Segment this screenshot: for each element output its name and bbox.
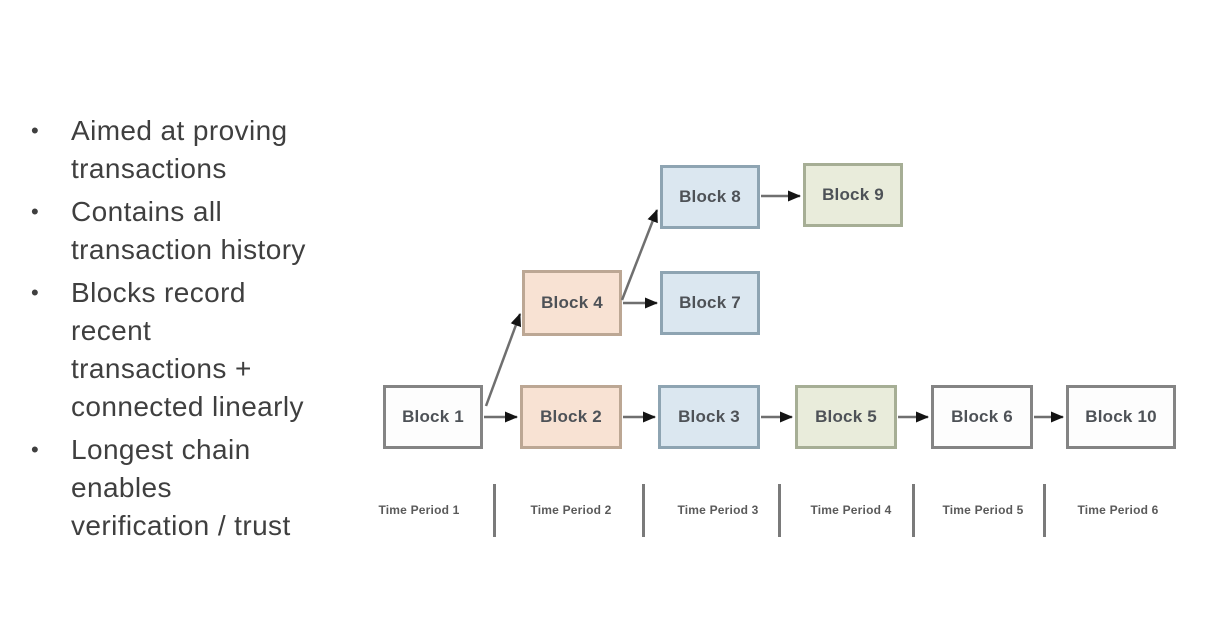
block-label: Block 7 xyxy=(679,293,741,312)
block-2: Block 2 xyxy=(520,385,622,449)
block-1: Block 1 xyxy=(383,385,483,449)
block-label: Block 1 xyxy=(402,407,464,426)
arrow-block-1-to-block-4 xyxy=(484,313,522,407)
timeline-divider-1 xyxy=(493,484,496,537)
time-period-label-1: Time Period 1 xyxy=(378,503,460,517)
block-4: Block 4 xyxy=(522,270,622,336)
arrow-block-4-to-block-8 xyxy=(620,209,659,301)
bullet-icon: • xyxy=(31,437,40,462)
block-label: Block 4 xyxy=(541,293,603,312)
block-8: Block 8 xyxy=(660,165,760,229)
block-label: Block 5 xyxy=(815,407,877,426)
bullet-item: • Contains all transaction history xyxy=(28,193,373,269)
bullet-item: • Blocks record recent transactions + co… xyxy=(28,274,373,426)
time-period-label-4: Time Period 4 xyxy=(810,503,892,517)
bullet-item: • Aimed at proving transactions xyxy=(28,112,373,188)
time-period-label-5: Time Period 5 xyxy=(942,503,1024,517)
time-period-label-3: Time Period 3 xyxy=(677,503,759,517)
bullet-text: Longest chain enables verification / tru… xyxy=(71,434,291,541)
block-label: Block 2 xyxy=(540,407,602,426)
bullet-icon: • xyxy=(31,199,40,224)
block-10: Block 10 xyxy=(1066,385,1176,449)
timeline-divider-4 xyxy=(912,484,915,537)
block-label: Block 3 xyxy=(678,407,740,426)
bullet-item: • Longest chain enables verification / t… xyxy=(28,431,373,545)
block-label: Block 9 xyxy=(822,185,884,204)
block-label: Block 6 xyxy=(951,407,1013,426)
bullet-text: Contains all transaction history xyxy=(71,196,306,265)
bullet-text: Blocks record recent transactions + conn… xyxy=(71,277,304,422)
block-7: Block 7 xyxy=(660,271,760,335)
timeline-divider-5 xyxy=(1043,484,1046,537)
bullet-icon: • xyxy=(31,118,40,143)
time-period-label-6: Time Period 6 xyxy=(1077,503,1159,517)
block-3: Block 3 xyxy=(658,385,760,449)
bullet-icon: • xyxy=(31,280,40,305)
bullet-list: • Aimed at proving transactions • Contai… xyxy=(28,112,373,550)
block-label: Block 10 xyxy=(1085,407,1157,426)
time-period-label-2: Time Period 2 xyxy=(530,503,612,517)
timeline-divider-3 xyxy=(778,484,781,537)
block-6: Block 6 xyxy=(931,385,1033,449)
bullet-text: Aimed at proving transactions xyxy=(71,115,288,184)
block-5: Block 5 xyxy=(795,385,897,449)
block-label: Block 8 xyxy=(679,187,741,206)
block-9: Block 9 xyxy=(803,163,903,227)
timeline-divider-2 xyxy=(642,484,645,537)
